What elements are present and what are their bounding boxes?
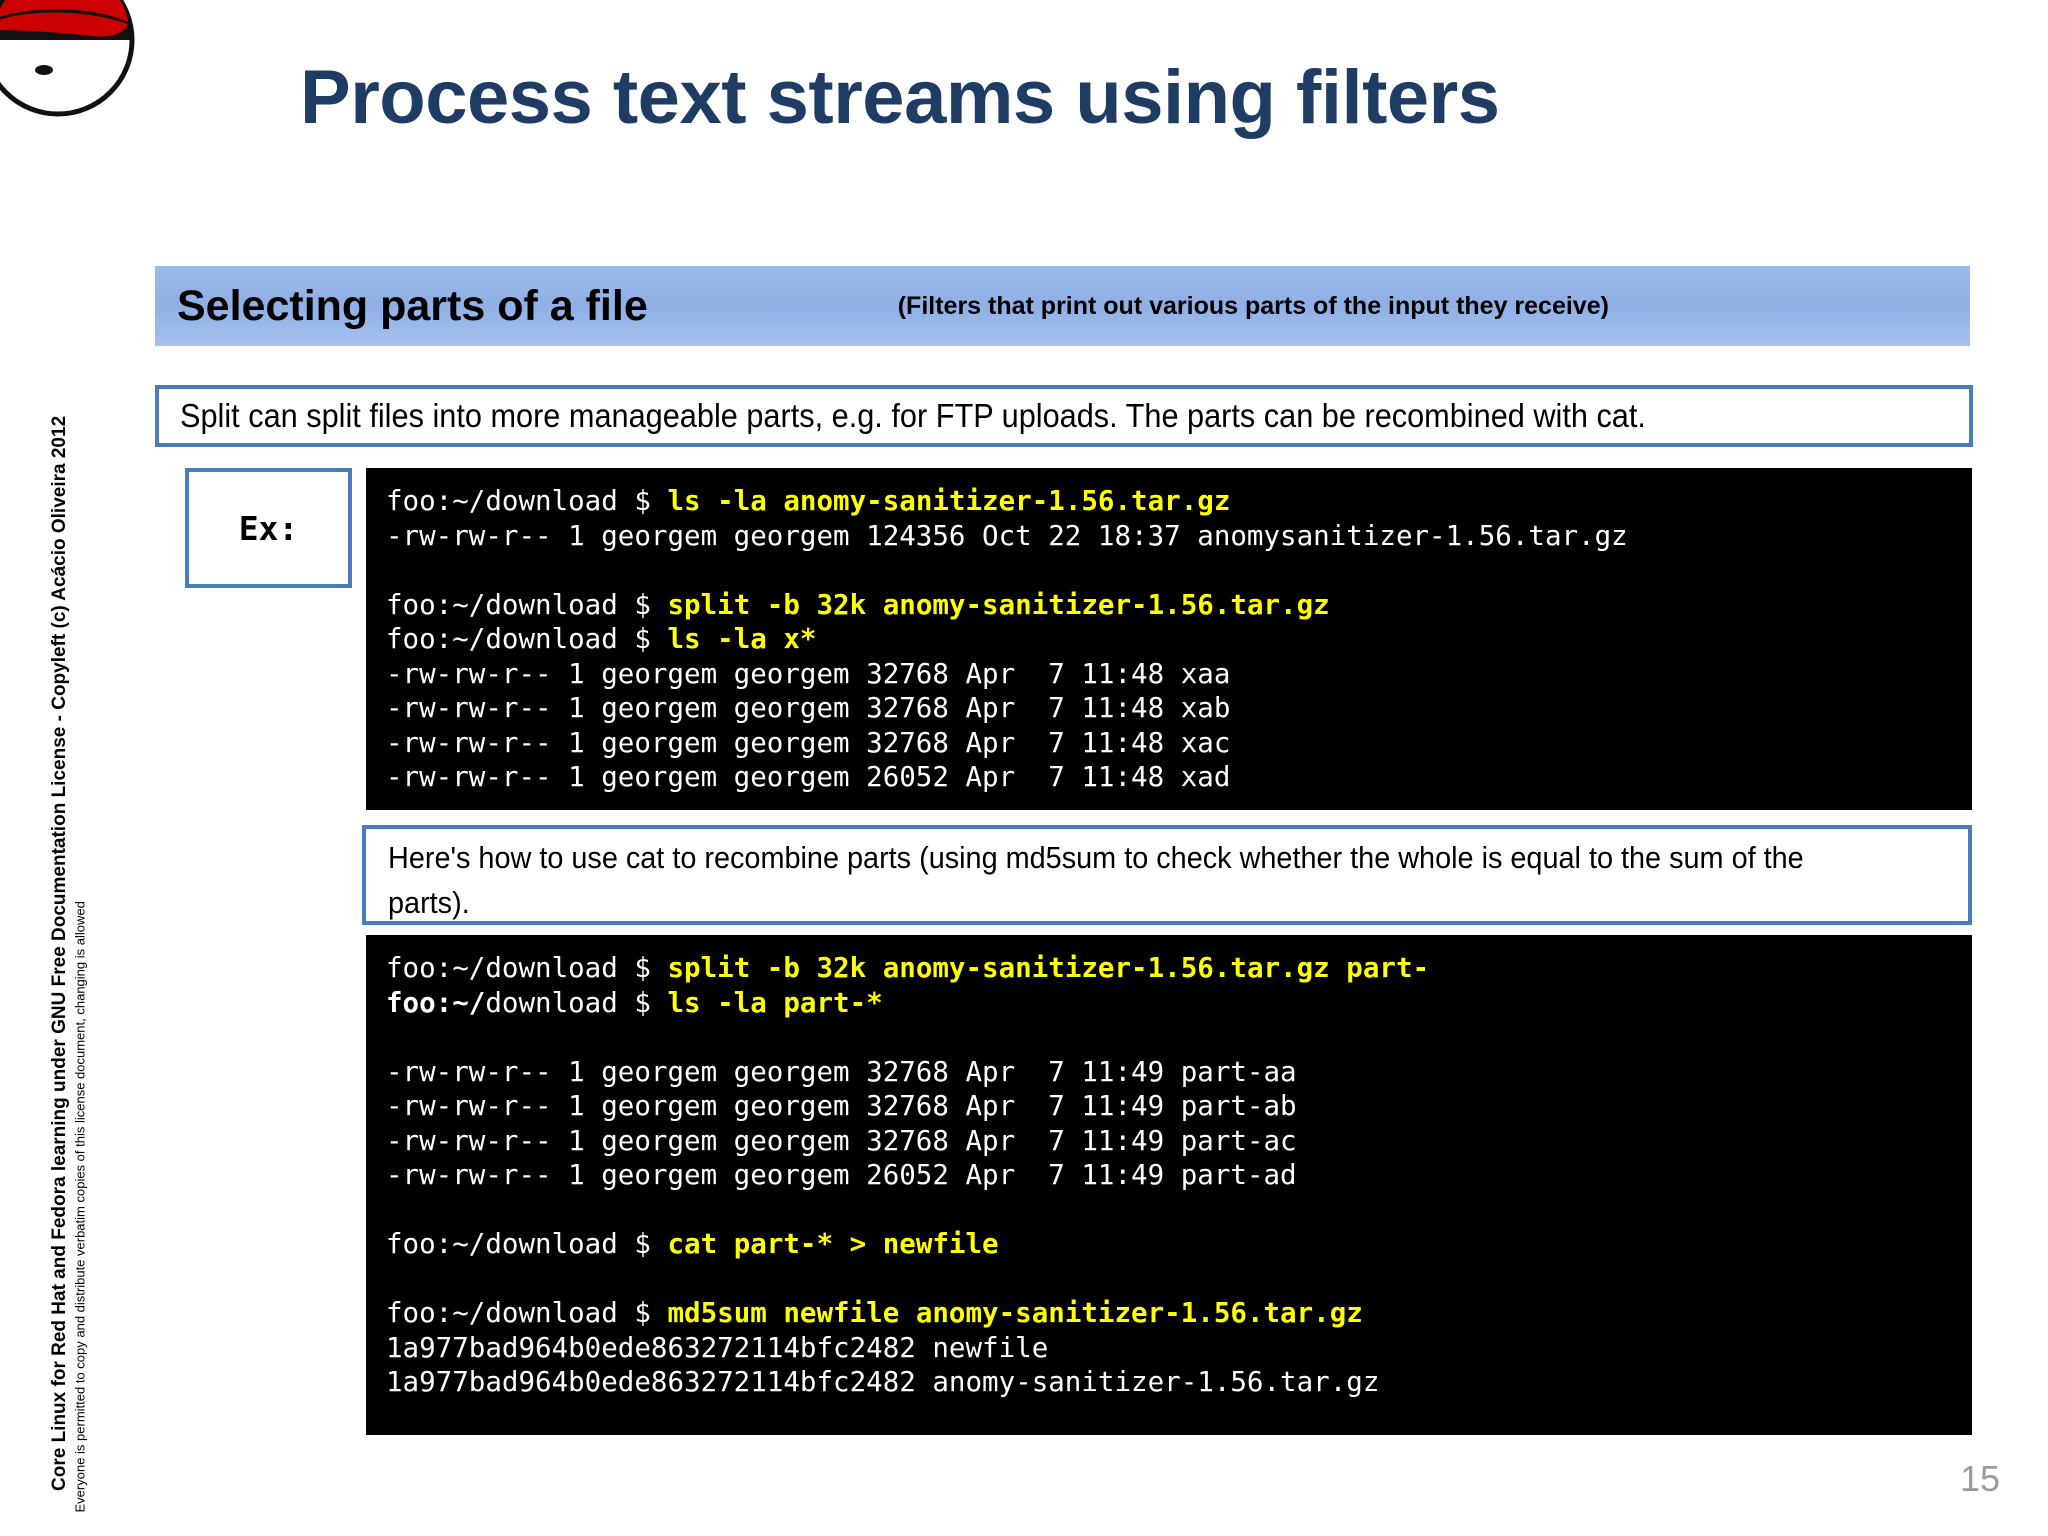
terminal-line: 1a977bad964b0ede863272114bfc2482 anomy-s… <box>386 1365 1972 1400</box>
terminal-output: 1a977bad964b0ede863272114bfc2482 newfile <box>386 1331 1049 1364</box>
terminal-line: -rw-rw-r-- 1 georgem georgem 32768 Apr 7… <box>386 726 1972 761</box>
terminal-line: -rw-rw-r-- 1 georgem georgem 26052 Apr 7… <box>386 1158 1972 1193</box>
terminal-line <box>386 1193 1972 1228</box>
terminal-block-split: foo:~/download $ ls -la anomy-sanitizer-… <box>366 468 1972 810</box>
section-subtitle: (Filters that print out various parts of… <box>897 291 1609 320</box>
terminal-line <box>386 1262 1972 1297</box>
terminal-prompt: foo:~/download $ <box>386 1297 668 1329</box>
terminal-line: -rw-rw-r-- 1 georgem georgem 32768 Apr 7… <box>386 657 1972 692</box>
terminal-line: foo:~/download $ split -b 32k anomy-sani… <box>386 951 1972 986</box>
terminal-line: foo:~/download $ md5sum newfile anomy-sa… <box>386 1296 1972 1331</box>
terminal-line: foo:~/download $ split -b 32k anomy-sani… <box>386 588 1972 623</box>
recombine-text: Here's how to use cat to recombine parts… <box>388 840 1804 920</box>
license-sidebar: Core Linux for Red Hat and Fedora learni… <box>0 415 88 1530</box>
terminal-line: foo:~/download $ ls -la x* <box>386 622 1972 657</box>
terminal-line: -rw-rw-r-- 1 georgem georgem 32768 Apr 7… <box>386 1089 1972 1124</box>
terminal-prompt: foo:~/ <box>386 986 486 1019</box>
terminal-line: foo:~/download $ ls -la part-* <box>386 986 1972 1021</box>
license-sub-text: Everyone is permitted to copy and distri… <box>72 901 88 1513</box>
terminal-prompt: foo:~/download $ <box>386 588 668 621</box>
terminal-command: ls -la part-* <box>667 986 883 1019</box>
section-title: Selecting parts of a file <box>177 281 648 330</box>
terminal-line: -rw-rw-r-- 1 georgem georgem 26052 Apr 7… <box>386 760 1972 795</box>
license-main-text: Core Linux for Red Hat and Fedora learni… <box>49 415 70 1491</box>
recombine-callout-box: Here's how to use cat to recombine parts… <box>362 825 1972 925</box>
terminal-command: split -b 32k anomy-sanitizer-1.56.tar.gz <box>667 588 1330 621</box>
terminal-prompt: download $ <box>485 986 668 1019</box>
terminal-output: -rw-rw-r-- 1 georgem georgem 32768 Apr 7… <box>386 1055 1297 1088</box>
terminal-prompt: foo:~/download $ <box>386 623 668 655</box>
red-hat-shadowman-logo <box>0 0 138 120</box>
terminal-line: -rw-rw-r-- 1 georgem georgem 32768 Apr 7… <box>386 1124 1972 1159</box>
terminal-prompt: foo:~/download $ <box>386 1228 668 1260</box>
terminal-output: -rw-rw-r-- 1 georgem georgem 32768 Apr 7… <box>386 1124 1297 1157</box>
terminal-output: -rw-rw-r-- 1 georgem georgem 32768 Apr 7… <box>386 692 1231 724</box>
terminal-command: split -b 32k anomy-sanitizer-1.56.tar.gz… <box>667 952 1430 984</box>
terminal-line: -rw-rw-r-- 1 georgem georgem 32768 Apr 7… <box>386 1055 1972 1090</box>
terminal-output: 1a977bad964b0ede863272114bfc2482 anomy-s… <box>386 1366 1380 1398</box>
terminal-output: -rw-rw-r-- 1 georgem georgem 26052 Apr 7… <box>386 1159 1297 1191</box>
terminal-output: -rw-rw-r-- 1 georgem georgem 26052 Apr 7… <box>386 761 1231 793</box>
terminal-line: -rw-rw-r-- 1 georgem georgem 32768 Apr 7… <box>386 691 1972 726</box>
terminal-output: -rw-rw-r-- 1 georgem georgem 32768 Apr 7… <box>386 657 1231 690</box>
terminal-prompt: foo:~/download $ <box>386 952 668 984</box>
terminal-command: ls -la x* <box>667 623 817 655</box>
terminal-command: ls -la anomy-sanitizer-1.56.tar.gz <box>667 485 1231 517</box>
section-header-bar: Selecting parts of a file (Filters that … <box>155 266 1970 346</box>
terminal-line: foo:~/download $ ls -la anomy-sanitizer-… <box>386 484 1972 519</box>
shadowman-svg <box>0 0 135 117</box>
terminal-line <box>386 553 1972 588</box>
page-title: Process text streams using filters <box>300 55 1500 140</box>
terminal-line: -rw-rw-r-- 1 georgem georgem 124356 Oct … <box>386 519 1972 554</box>
terminal-output: -rw-rw-r-- 1 georgem georgem 124356 Oct … <box>386 519 1628 552</box>
intro-text: Split can split files into more manageab… <box>180 397 1646 434</box>
terminal-prompt: foo:~/download $ <box>386 485 668 517</box>
terminal-line: 1a977bad964b0ede863272114bfc2482 newfile <box>386 1331 1972 1366</box>
terminal-command: cat part-* > newfile <box>667 1228 999 1260</box>
terminal-output: -rw-rw-r-- 1 georgem georgem 32768 Apr 7… <box>386 726 1231 759</box>
example-label: Ex: <box>238 508 299 548</box>
terminal-command: md5sum newfile anomy-sanitizer-1.56.tar.… <box>667 1297 1363 1329</box>
example-label-box: Ex: <box>185 468 352 588</box>
intro-callout-box: Split can split files into more manageab… <box>155 385 1973 447</box>
terminal-output: -rw-rw-r-- 1 georgem georgem 32768 Apr 7… <box>386 1090 1297 1122</box>
page-number: 15 <box>1959 1458 2000 1499</box>
terminal-block-cat-md5sum: foo:~/download $ split -b 32k anomy-sani… <box>366 935 1972 1435</box>
terminal-line: foo:~/download $ cat part-* > newfile <box>386 1227 1972 1262</box>
terminal-line <box>386 1020 1972 1055</box>
